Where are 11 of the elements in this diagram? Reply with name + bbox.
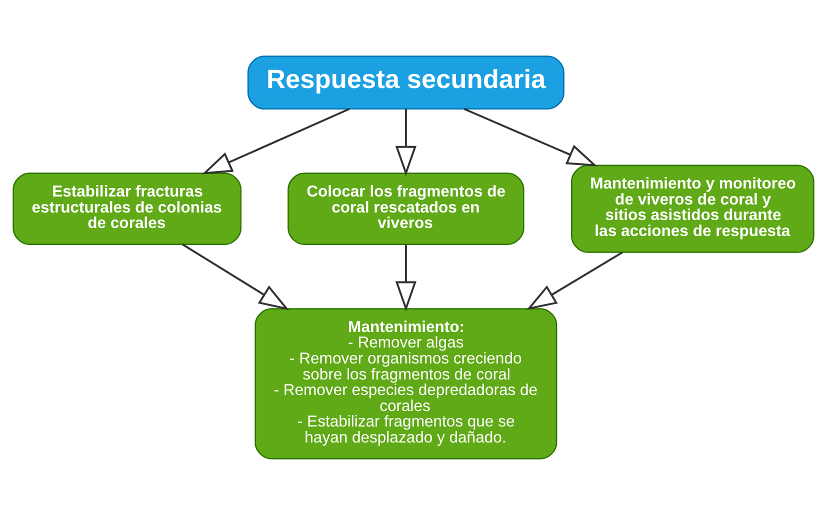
node-box: Estabilizar fracturas estructurales de colonias de corales [12,172,242,244]
arrow [395,244,417,312]
arrow [464,108,598,166]
node-box: Colocar los fragmentos de coral rescatados en viveros [288,172,524,244]
arrow [182,243,290,310]
arrow [395,108,417,176]
node-box: Mantenimiento y monitoreo de viveros de coral y sitios asistidos durante las acciones de respuesta [571,164,814,252]
arrow [202,108,350,174]
node-box: Respuesta secundaria [247,55,564,110]
node-box: Mantenimiento: - Remover algas - Remover organismos creciendo sobre los fragmentos de coral - Remover especies depredadoras de corales - Estabilizar fragmentos que se hayan desplazado y dañado. [254,308,558,459]
arrow [526,250,624,310]
